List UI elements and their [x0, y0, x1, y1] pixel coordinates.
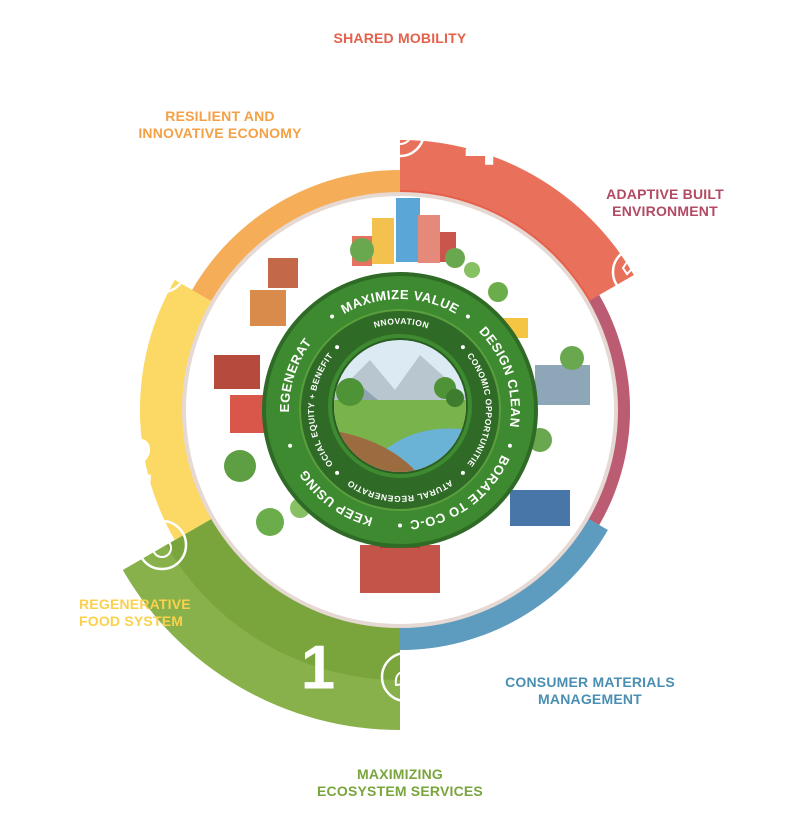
label-maximizing-ecosystem: MAXIMIZING ECOSYSTEM SERVICES	[317, 766, 483, 799]
segment-3-number: 3	[201, 170, 235, 239]
segment-2-number: 2	[119, 426, 153, 495]
label-consumer-materials: CONSUMER MATERIALS MANAGEMENT	[505, 674, 675, 707]
label-shared-mobility: SHARED MOBILITY	[333, 30, 467, 46]
label-resilient-economy: RESILIENT AND INNOVATIVE ECONOMY	[138, 108, 302, 141]
label-adaptive-built-environment: ADAPTIVE BUILT ENVIRONMENT	[606, 186, 724, 219]
leaf-arrows-icon	[380, 651, 432, 703]
recycle-box-icon	[610, 520, 662, 572]
segment-1-number: 1	[301, 633, 335, 702]
segment-6-number: 6	[566, 566, 600, 635]
segment-5-number: 5	[650, 310, 684, 379]
shapes-icon	[611, 246, 663, 298]
label-regenerative-food-system: REGENERATIVE FOOD SYSTEM	[79, 596, 191, 629]
apple-icon	[136, 519, 188, 571]
flask-infinity-icon	[136, 242, 188, 294]
segment-4-number: 4	[465, 109, 500, 178]
ev-charger-icon	[374, 106, 426, 158]
